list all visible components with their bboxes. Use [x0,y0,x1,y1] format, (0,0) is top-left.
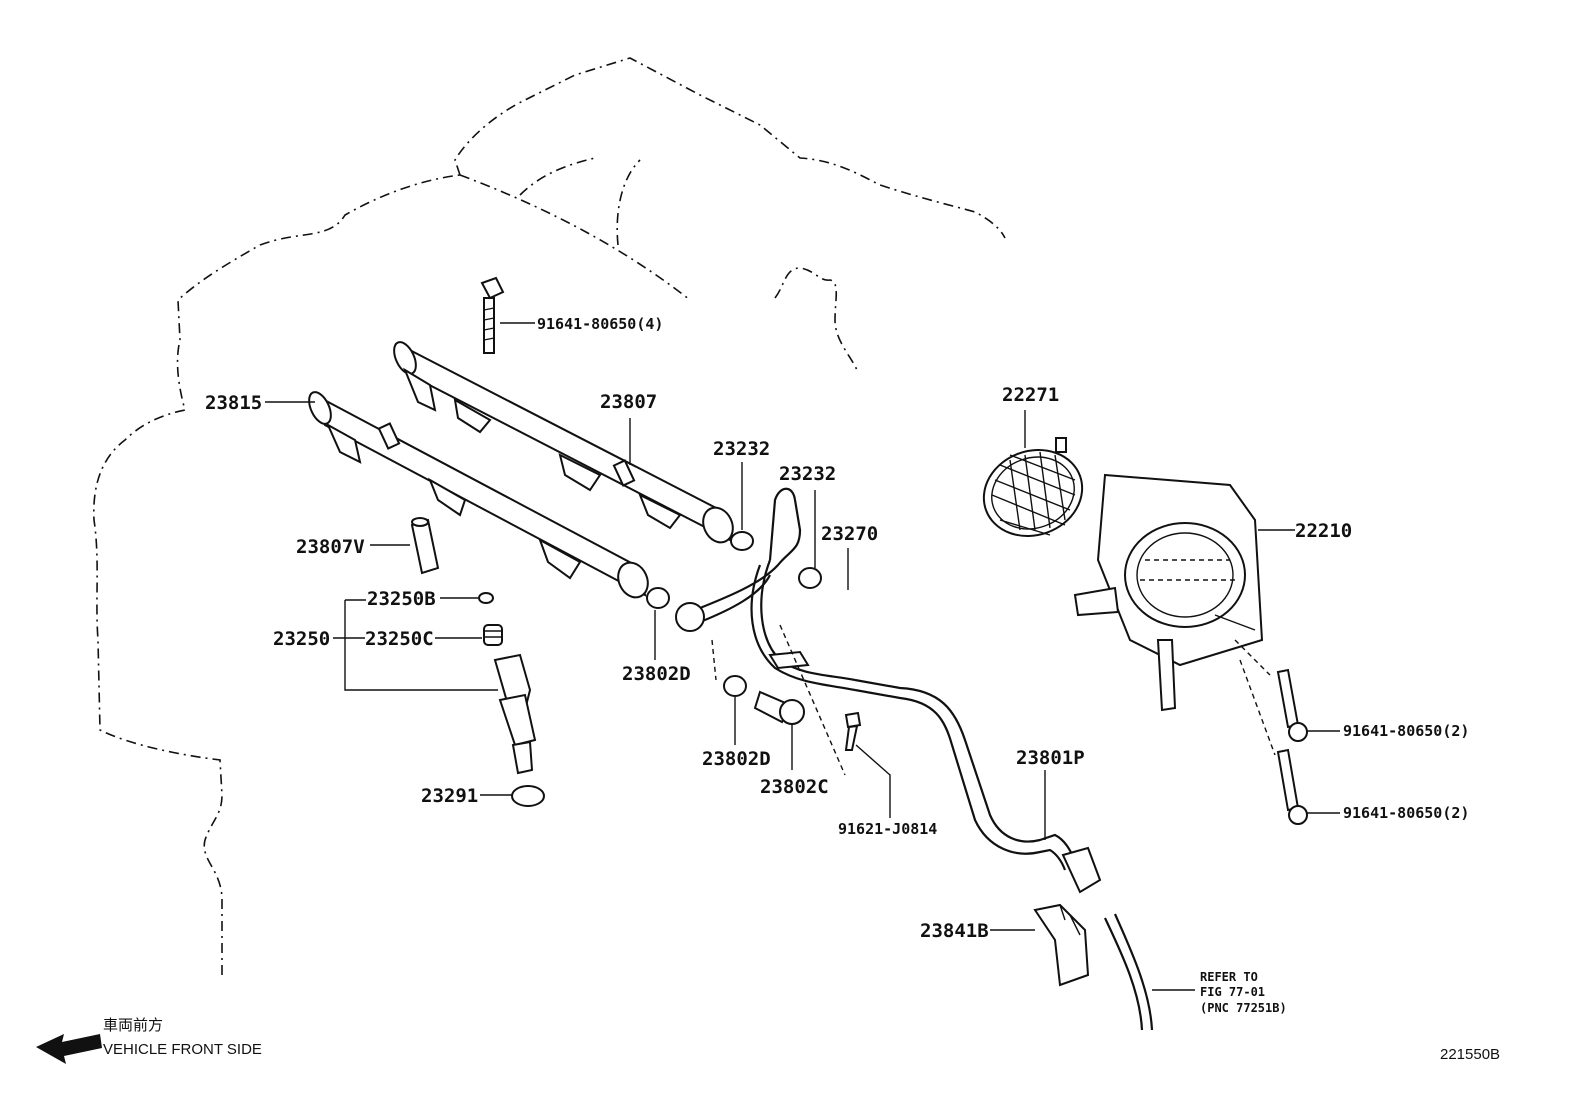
o-ring-23250b [478,592,494,604]
label-91641-80650-2-upper: 91641-80650(2) [1343,722,1469,740]
throttle-body [1073,473,1264,712]
air-screen [982,437,1084,538]
fuel-injector [493,653,537,775]
bolt-91621 [844,711,862,751]
gasket-23802d-b [723,675,747,697]
pulsation-damper [410,517,440,575]
label-22271: 22271 [1002,384,1059,406]
assembly-line-2 [779,624,846,776]
refer-line-1: REFER TO [1200,970,1258,984]
insulator-23250c [483,624,503,646]
label-23815: 23815 [205,392,262,414]
engine-outline [93,57,1006,975]
fuel-hose [854,678,1102,894]
label-23250b: 23250B [367,588,436,610]
fuel-pipe [675,487,856,692]
label-22210: 22210 [1295,520,1352,542]
label-91621-j0814: 91621-J0814 [838,820,937,838]
label-23801p: 23801P [1016,747,1085,769]
label-23807v: 23807V [296,536,365,558]
label-23250: 23250 [273,628,330,650]
label-23250c: 23250C [365,628,434,650]
fuel-line-refer [1104,917,1144,1031]
throttle-bolt-lower [1276,748,1308,825]
label-23802d-b: 23802D [702,748,771,770]
gasket-23802d-a [646,587,670,609]
throttle-bolt-upper [1276,668,1308,742]
direction-label-en: VEHICLE FRONT SIDE [103,1041,262,1058]
label-23802d-a: 23802D [622,663,691,685]
label-23841b: 23841B [920,920,989,942]
leader-lines [265,322,1340,991]
label-23232-a: 23232 [713,438,770,460]
fuel-rail-23815 [308,391,649,599]
label-91641-80650-4: 91641-80650(4) [537,315,663,333]
label-23232-b: 23232 [779,463,836,485]
hose-clip [1033,903,1090,987]
refer-line-2: FIG 77-01 [1200,985,1265,999]
injector-cap [511,785,545,807]
union-bolt [753,690,805,725]
fuel-rail-23807 [393,341,734,544]
label-23802c: 23802C [760,776,829,798]
label-23270: 23270 [821,523,878,545]
label-91641-80650-2-lower: 91641-80650(2) [1343,804,1469,822]
label-23807: 23807 [600,391,657,413]
bolt-top [480,276,505,354]
gasket-23232-a [730,531,754,551]
figure-code: 221550B [1440,1046,1500,1063]
vehicle-front-arrow-icon [36,1034,102,1064]
label-23291: 23291 [421,785,478,807]
gasket-23232-b [798,567,822,589]
assembly-line [711,639,717,681]
direction-label-jp: 車両前方 [103,1017,163,1034]
refer-line-3: (PNC 77251B) [1200,1001,1287,1015]
